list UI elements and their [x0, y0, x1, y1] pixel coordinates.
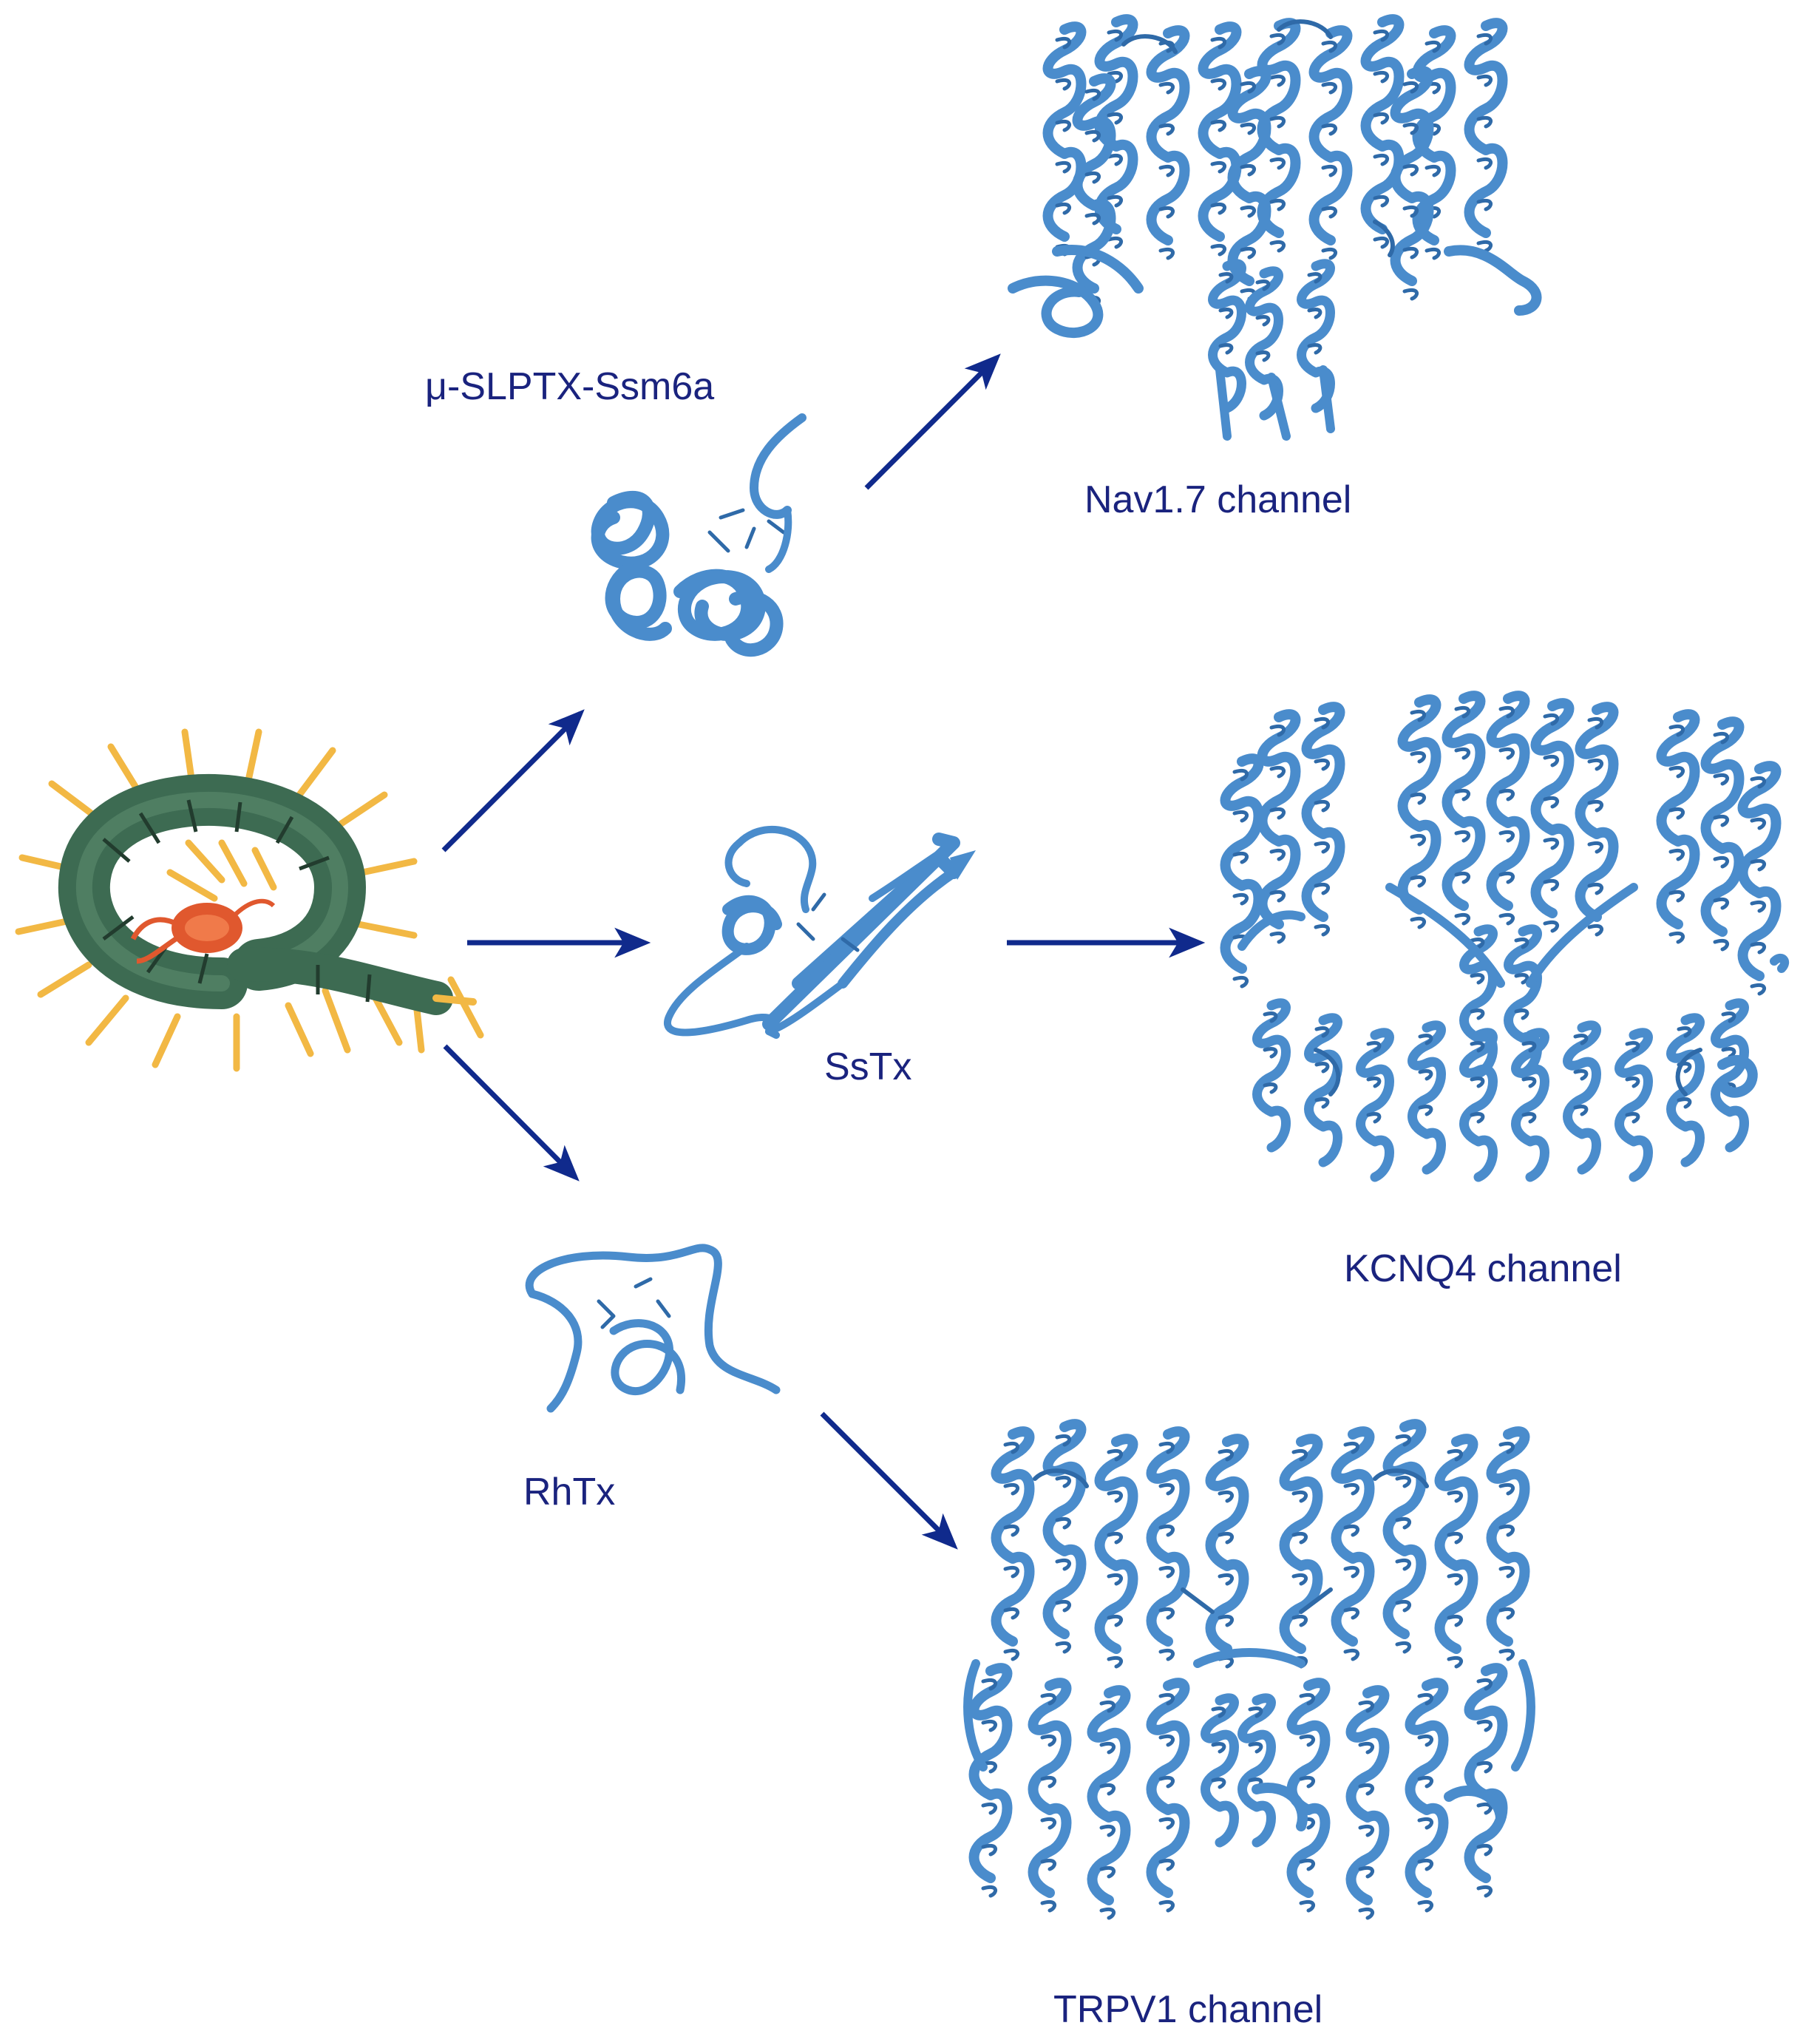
arrow-ssm6a-to-nav	[864, 353, 1001, 490]
toxin-sstx-label: SsTx	[824, 1045, 911, 1088]
channel-trpv-label: TRPV1 channel	[1053, 1988, 1322, 2031]
centipede-icon	[15, 728, 484, 1072]
toxin-ssm6a-structure	[591, 413, 807, 657]
channel-trpv-structure	[963, 1424, 1535, 1918]
arrow-source-to-ssm6a	[441, 709, 585, 852]
channel-kcnq-structure	[1226, 696, 1790, 1177]
arrows	[441, 353, 1206, 1550]
channel-nav-structure	[1008, 19, 1542, 441]
arrow-rhtx-to-trpv	[820, 1411, 958, 1550]
arrow-source-to-rhtx	[443, 1044, 580, 1182]
toxin-ssm6a-label: μ-SLPTX-Ssm6a	[425, 365, 714, 408]
channel-nav-label: Nav1.7 channel	[1084, 478, 1351, 521]
toxin-rhtx-structure	[525, 1244, 781, 1413]
channel-kcnq-label: KCNQ4 channel	[1344, 1247, 1622, 1290]
toxin-sstx-structure	[664, 825, 976, 1039]
toxin-rhtx-label: RhTx	[523, 1471, 615, 1513]
